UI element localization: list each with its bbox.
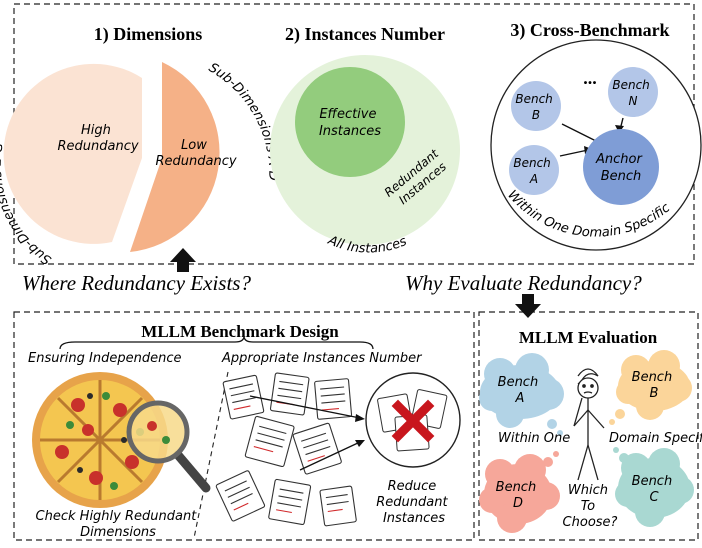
up-arrow-icon: [170, 248, 196, 272]
evaluation-panel-border: [478, 311, 699, 541]
magnifier-icon: [126, 400, 211, 493]
bench-b-eval-label: Bench B: [632, 370, 677, 401]
cloud-bench-a: [479, 353, 564, 436]
bench-b-node: [511, 81, 561, 131]
appropriate-instances-label: Appropriate Instances Number: [221, 351, 423, 366]
arrow-docs-to-reduce-1: [249, 395, 361, 419]
anchor-bench-label: Anchor Bench: [595, 152, 646, 184]
bench-c-eval-label: Bench C: [632, 474, 677, 505]
effective-instances-circle: [295, 67, 405, 177]
arrowhead-docs-1: [355, 414, 365, 422]
design-panel-border: [13, 311, 475, 541]
pizza-icon: [32, 372, 168, 508]
bench-a-label: Bench A: [513, 156, 554, 186]
arrow-a-to-anchor: [559, 149, 589, 157]
evaluation-title: MLLM Evaluation: [519, 328, 658, 347]
documents-icon: [215, 372, 357, 527]
low-redundancy-label: Low Redundancy: [155, 138, 236, 169]
which-to-choose-label: Which To Choose?: [563, 483, 618, 530]
ellipsis-label: ...: [583, 68, 597, 88]
down-arrow-icon: [515, 294, 541, 318]
anchor-bench-node: [583, 129, 659, 205]
red-cross-icon: [391, 399, 435, 443]
design-brace: [59, 335, 374, 350]
design-title: MLLM Benchmark Design: [141, 322, 339, 341]
arrowhead-docs-2: [355, 440, 365, 447]
bench-n-node: [608, 67, 658, 117]
bench-b-label: Bench B: [515, 92, 556, 122]
high-redundancy-slice: [3, 63, 142, 244]
instances-title: 2) Instances Number: [285, 24, 445, 45]
dimensions-title: 1) Dimensions: [94, 24, 203, 45]
check-redundant-label: Check Highly Redundant Dimensions: [36, 509, 201, 540]
cloud-bench-b: [609, 350, 692, 425]
arrow-docs-to-reduce-2: [299, 441, 361, 471]
cloud-bench-c: [613, 447, 694, 527]
confused-person-icon: [573, 368, 605, 481]
within-one-label: Within One: [498, 431, 570, 446]
reduce-label: Reduce Redundant Instances: [376, 479, 451, 526]
high-redundancy-label: High Redundancy: [57, 123, 138, 154]
effective-instances-label: Effective Instances: [319, 107, 381, 139]
bench-d-eval-label: Bench D: [496, 480, 541, 511]
cross-benchmark-title: 3) Cross-Benchmark: [510, 20, 669, 41]
bench-n-label: Bench N: [612, 78, 653, 108]
cloud-bench-d: [479, 451, 560, 533]
bench-a-node: [509, 145, 559, 195]
bench-a-eval-label: Bench A: [498, 375, 543, 406]
low-redundancy-slice: [130, 62, 220, 252]
arrowhead-n: [615, 125, 624, 133]
domain-specific-label: Domain Specific: [609, 431, 702, 446]
ensuring-independence-label: Ensuring Independence: [28, 351, 182, 366]
where-question: Where Redundancy Exists?: [22, 271, 251, 295]
design-divider: [193, 371, 229, 539]
why-question: Why Evaluate Redundancy?: [405, 271, 642, 295]
